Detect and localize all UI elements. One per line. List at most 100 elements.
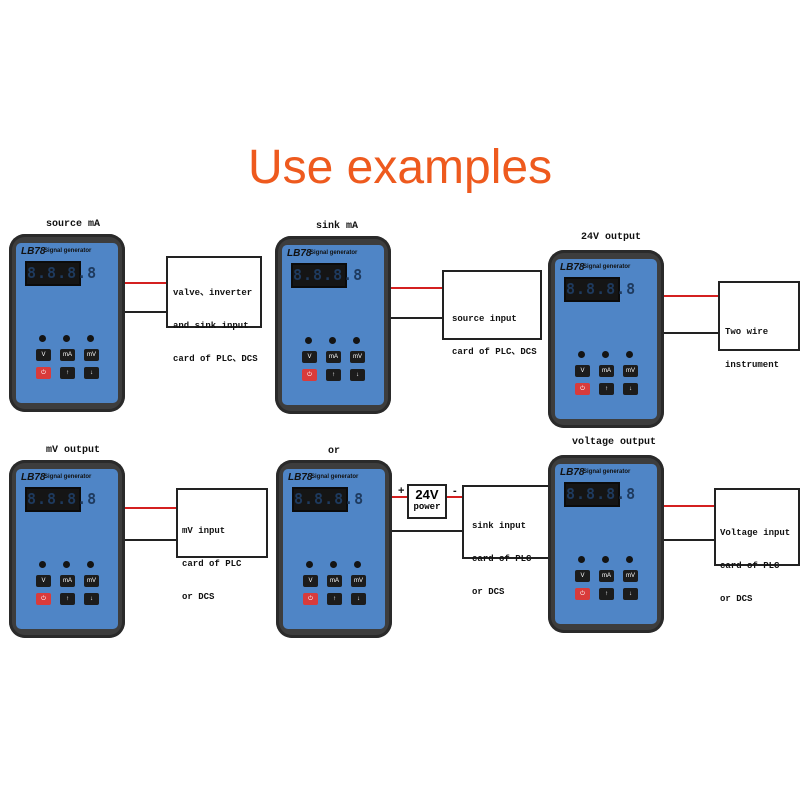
plus-sign: + xyxy=(398,485,405,497)
mv-key: mV xyxy=(84,575,99,587)
signal-generator-device: LB78 Signal generator 8.8.8.8 V mA mV ⏻ … xyxy=(9,460,125,638)
power-supply-label: power xyxy=(413,502,441,512)
indicator-led xyxy=(39,561,46,568)
box-line: or DCS xyxy=(182,592,215,602)
device-front-panel: LB78 Signal generator 8.8.8.8 V mA mV ⏻ … xyxy=(283,469,385,629)
up-arrow-icon: ↑ xyxy=(599,588,614,600)
device-subtitle: Signal generator xyxy=(311,474,359,480)
indicator-led xyxy=(602,351,609,358)
device-subtitle: Signal generator xyxy=(583,264,631,270)
indicator-led xyxy=(306,561,313,568)
indicator-led xyxy=(63,335,70,342)
up-arrow-icon: ↑ xyxy=(599,383,614,395)
box-line: valve、inverter xyxy=(173,288,253,298)
caption-24v-output: 24V output xyxy=(581,232,642,243)
device-front-panel: LB78 Signal generator 8.8.8.8 V mA mV ⏻ … xyxy=(16,469,118,629)
indicator-led xyxy=(602,556,609,563)
indicator-led xyxy=(87,561,94,568)
indicator-led xyxy=(39,335,46,342)
down-arrow-icon: ↓ xyxy=(623,383,638,395)
power-supply-box: 24V power xyxy=(407,484,447,519)
device-subtitle: Signal generator xyxy=(44,474,92,480)
up-arrow-icon: ↑ xyxy=(60,367,75,379)
box-line: mV input xyxy=(182,526,226,536)
down-arrow-icon: ↓ xyxy=(350,369,365,381)
v-key: V xyxy=(303,575,318,587)
caption-or: or xyxy=(328,446,341,457)
up-arrow-icon: ↑ xyxy=(327,593,342,605)
device-front-panel: LB78 Signal generator 8.8.8.8 V mA mV ⏻ … xyxy=(16,243,118,403)
power-supply-voltage: 24V xyxy=(415,487,439,502)
indicator-led xyxy=(329,337,336,344)
indicator-led xyxy=(578,351,585,358)
box-line: or DCS xyxy=(720,594,753,604)
ma-key: mA xyxy=(327,575,342,587)
mv-key: mV xyxy=(350,351,365,363)
mv-key: mV xyxy=(623,365,638,377)
mv-key: mV xyxy=(351,575,366,587)
down-arrow-icon: ↓ xyxy=(84,367,99,379)
device-model: LB78 xyxy=(21,246,46,257)
signal-generator-device: LB78 Signal generator 8.8.8.8 V mA mV ⏻ … xyxy=(548,455,664,633)
ma-key: mA xyxy=(326,351,341,363)
indicator-led xyxy=(578,556,585,563)
device-front-panel: LB78 Signal generator 8.8.8.8 V mA mV ⏻ … xyxy=(555,464,657,624)
device-model: LB78 xyxy=(21,472,46,483)
up-arrow-icon: ↑ xyxy=(326,369,341,381)
v-key: V xyxy=(575,570,590,582)
power-icon: ⏻ xyxy=(302,369,317,381)
device-display: 8.8.8.8 xyxy=(291,263,362,288)
v-key: V xyxy=(36,575,51,587)
device-front-panel: LB78 Signal generator 8.8.8.8 V mA mV ⏻ … xyxy=(555,259,657,419)
power-icon: ⏻ xyxy=(575,383,590,395)
mv-key: mV xyxy=(84,349,99,361)
down-arrow-icon: ↓ xyxy=(351,593,366,605)
device-subtitle: Signal generator xyxy=(44,248,92,254)
minus-sign: - xyxy=(453,485,457,497)
v-key: V xyxy=(36,349,51,361)
device-model: LB78 xyxy=(288,472,313,483)
caption-source-ma: source mA xyxy=(46,219,101,230)
device-display: 8.8.8.8 xyxy=(25,487,96,512)
device-front-panel: LB78 Signal generator 8.8.8.8 V mA mV ⏻ … xyxy=(282,245,384,405)
box-line: card of PLC、DCS xyxy=(452,347,537,357)
ma-key: mA xyxy=(60,575,75,587)
target-box-source-ma: valve、inverter and sink input card of PL… xyxy=(166,256,262,364)
caption-voltage-output: voltage output xyxy=(572,437,657,448)
caption-sink-ma: sink mA xyxy=(316,221,359,232)
device-display: 8.8.8.8 xyxy=(25,261,96,286)
up-arrow-icon: ↑ xyxy=(60,593,75,605)
device-display: 8.8.8.8 xyxy=(564,277,635,302)
box-line: Two wire xyxy=(725,327,769,337)
signal-generator-device: LB78 Signal generator 8.8.8.8 V mA mV ⏻ … xyxy=(276,460,392,638)
signal-generator-device: LB78 Signal generator 8.8.8.8 V mA mV ⏻ … xyxy=(548,250,664,428)
indicator-led xyxy=(63,561,70,568)
box-line: card of PLC xyxy=(182,559,242,569)
ma-key: mA xyxy=(599,570,614,582)
power-icon: ⏻ xyxy=(575,588,590,600)
indicator-led xyxy=(330,561,337,568)
power-icon: ⏻ xyxy=(303,593,318,605)
device-model: LB78 xyxy=(560,262,585,273)
box-line: and sink input xyxy=(173,321,249,331)
device-model: LB78 xyxy=(287,248,312,259)
indicator-led xyxy=(626,556,633,563)
target-box-sink-ma: source input card of PLC、DCS xyxy=(442,270,542,357)
page-title: Use examples xyxy=(247,141,553,194)
caption-mv-output: mV output xyxy=(46,445,101,456)
ma-key: mA xyxy=(599,365,614,377)
mv-key: mV xyxy=(623,570,638,582)
target-box-mv-output: mV input card of PLC or DCS xyxy=(176,488,268,602)
down-arrow-icon: ↓ xyxy=(623,588,638,600)
box-line: card of PLC、DCS xyxy=(173,354,258,364)
box-line: card of PLC xyxy=(720,561,780,571)
indicator-led xyxy=(354,561,361,568)
ma-key: mA xyxy=(60,349,75,361)
v-key: V xyxy=(302,351,317,363)
v-key: V xyxy=(575,365,590,377)
device-display: 8.8.8.8 xyxy=(292,487,363,512)
device-display: 8.8.8.8 xyxy=(564,482,635,507)
box-line: or DCS xyxy=(472,587,505,597)
signal-generator-device: LB78 Signal generator 8.8.8.8 V mA mV ⏻ … xyxy=(9,234,125,412)
